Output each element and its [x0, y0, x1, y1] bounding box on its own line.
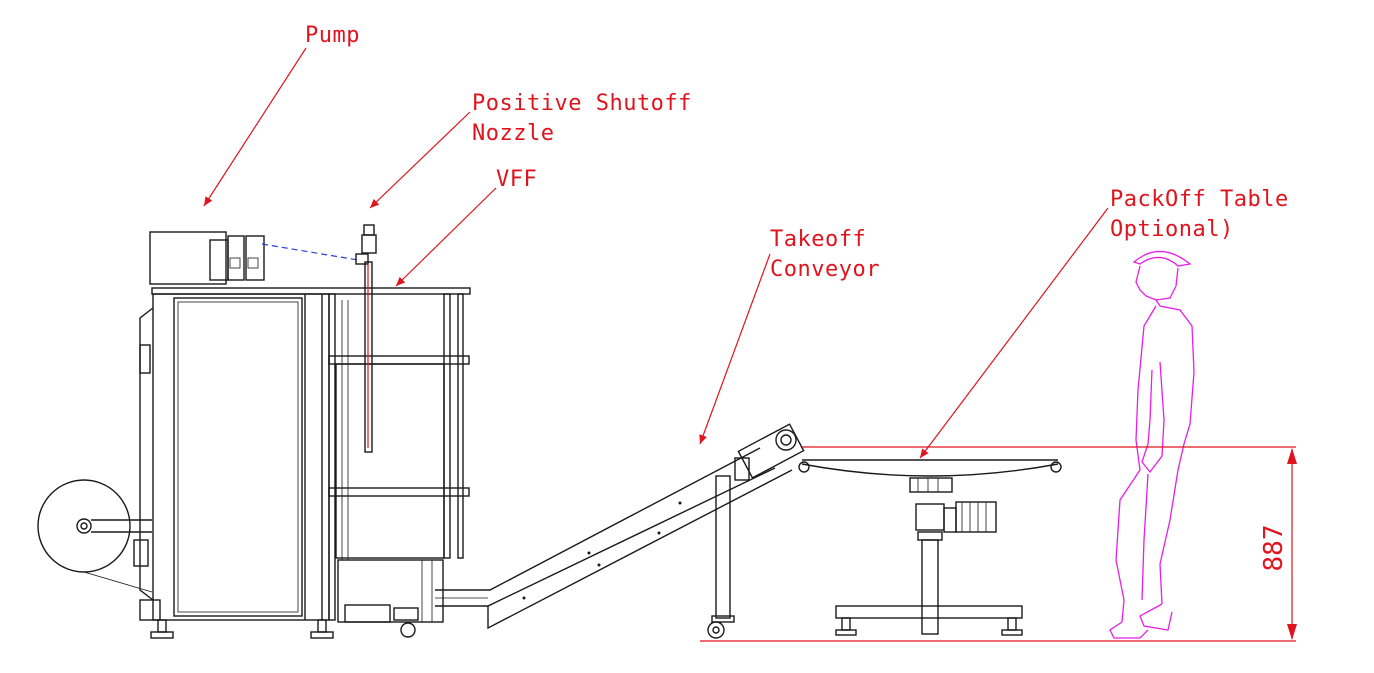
nozzle-label-line2: Nozzle — [472, 121, 554, 146]
packoff-table — [798, 459, 1062, 636]
takeoff-label-line2: Conveyor — [770, 257, 880, 282]
pump-leader — [203, 47, 307, 207]
vff-label: VFF — [496, 167, 537, 192]
takeoff-conveyor — [435, 423, 805, 639]
packoff-label-line2: Optional) — [1110, 217, 1234, 242]
takeoff-label-line1: Takeoff — [770, 227, 866, 252]
operator-figure — [1109, 250, 1195, 639]
pump-label: Pump — [305, 23, 360, 48]
vff-leader — [395, 187, 497, 287]
takeoff-leader — [699, 253, 771, 445]
packoff-leader — [919, 207, 1109, 459]
nozzle-label-line1: Positive Shutoff — [472, 91, 692, 116]
packoff-label-line1: PackOff Table — [1110, 187, 1289, 212]
nozzle-leader — [369, 111, 471, 209]
height-dimension-value: 887 — [1259, 525, 1289, 572]
height-dimension: 887 — [1259, 448, 1297, 640]
vff-machine — [37, 224, 471, 639]
